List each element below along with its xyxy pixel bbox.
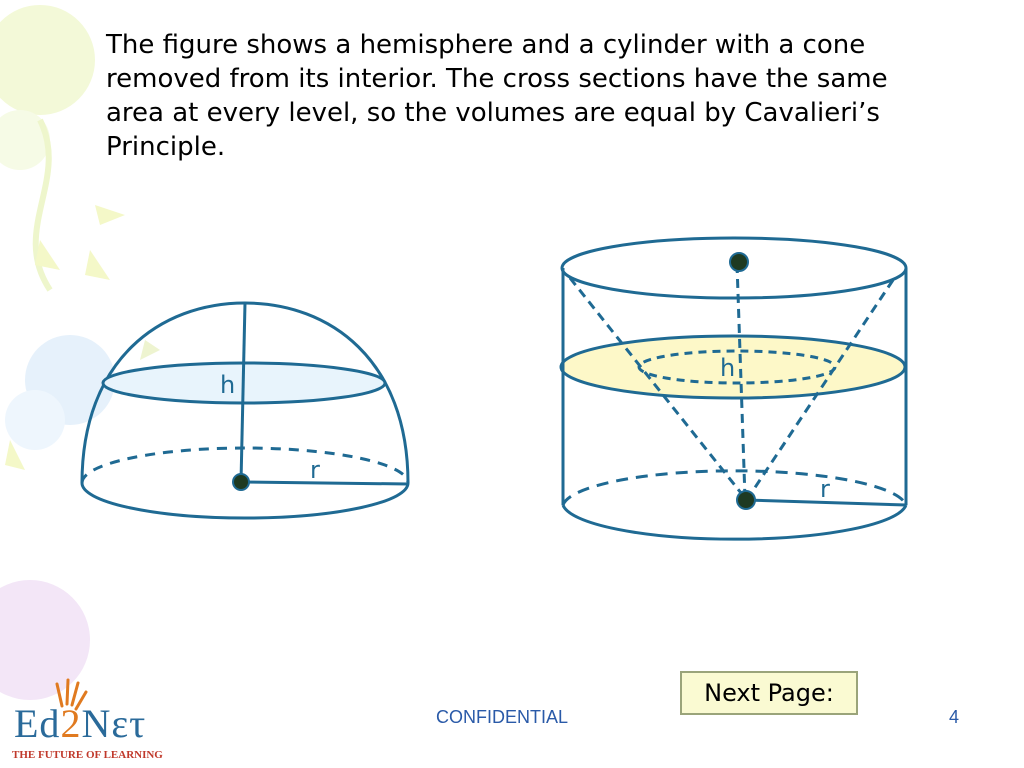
balloon-decoration: [0, 110, 50, 170]
page-number: 4: [949, 707, 960, 727]
hemisphere-height-label: h: [220, 371, 235, 399]
cylinder-base-back: [561, 469, 908, 506]
cone-right-edge: [746, 279, 895, 499]
hemisphere-radius-label: r: [310, 456, 320, 484]
cylinder-base-front: [561, 504, 908, 541]
string-decoration: [32, 118, 53, 292]
cone-left-edge: [568, 277, 747, 499]
cylinder-top-point: [729, 252, 749, 272]
cone-vertex-point: [736, 490, 756, 510]
hemisphere-center-point: [232, 473, 250, 491]
description-text: The figure shows a hemisphere and a cyli…: [106, 30, 888, 162]
logo-hand-icon: [55, 678, 88, 711]
spark-decoration: [140, 340, 160, 360]
hemisphere-base-back: [80, 446, 410, 484]
hemisphere: [80, 301, 410, 520]
spark-decoration: [95, 205, 125, 225]
logo-tagline: THE FUTURE OF LEARNING: [12, 749, 163, 761]
hemisphere-base-front: [80, 482, 410, 520]
balloon-decoration: [0, 5, 95, 115]
balloon-decoration: [0, 580, 90, 700]
cylinder-height-label: h: [720, 354, 735, 382]
next-page-button[interactable]: Next Page:: [680, 671, 858, 715]
balloon-decoration: [5, 390, 65, 450]
spark-decoration: [5, 440, 25, 470]
cylinder-radius-line: [744, 498, 907, 507]
cylinder-height-line: [735, 263, 747, 499]
spark-decoration: [85, 250, 110, 280]
cylinder: [559, 236, 908, 541]
hemisphere-height-line: [239, 302, 247, 483]
confidential-label: CONFIDENTIAL: [436, 707, 569, 727]
logo-text: Ed2Nετ: [14, 701, 147, 746]
cylinder-top: [560, 236, 908, 300]
hemisphere-radius-line: [240, 480, 409, 486]
spark-decoration: [35, 240, 60, 270]
cylinder-radius-label: r: [820, 475, 830, 503]
